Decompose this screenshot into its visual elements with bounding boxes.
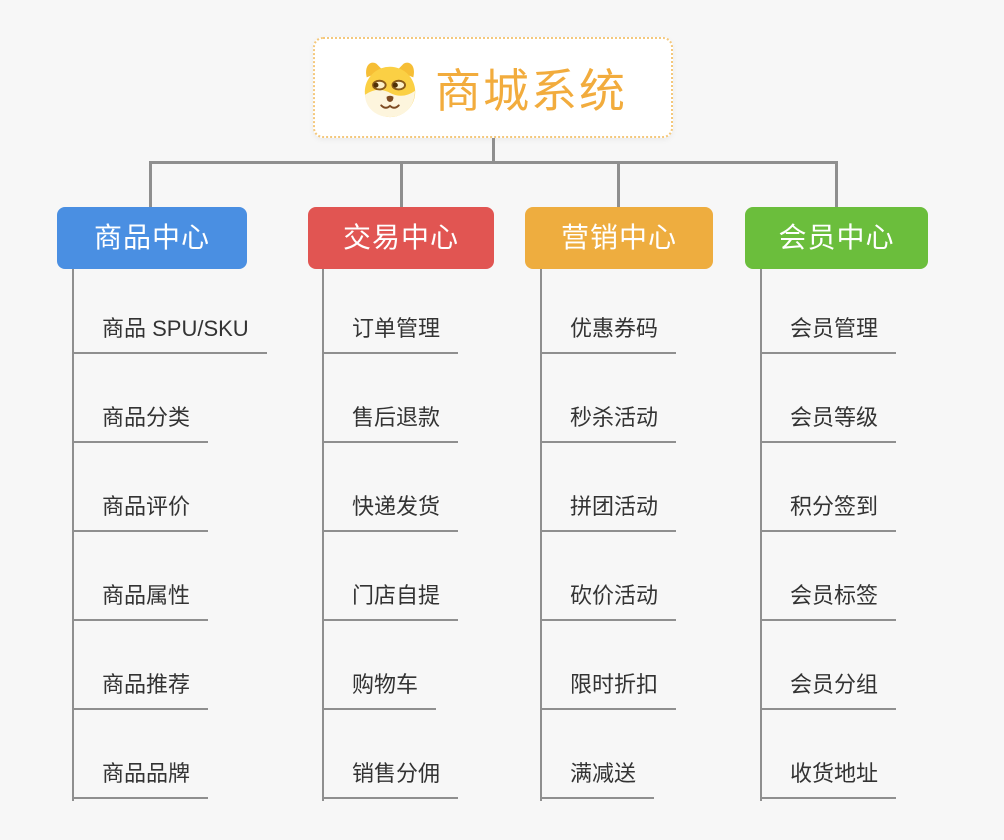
leaf-item[interactable]: 订单管理 (322, 314, 459, 354)
branch-node-marketing-center[interactable]: 营销中心 (525, 207, 713, 269)
connector-stub-branch-2 (400, 161, 403, 208)
dog-face-icon (359, 57, 421, 119)
leaf-item[interactable]: 商品分类 (72, 403, 209, 443)
leaf-item[interactable]: 满减送 (540, 759, 655, 799)
leaf-item[interactable]: 快递发货 (322, 492, 459, 532)
leaf-item[interactable]: 会员标签 (760, 581, 897, 621)
connector-stub-branch-3 (617, 161, 620, 208)
branch-node-member-center[interactable]: 会员中心 (745, 207, 928, 269)
leaf-item[interactable]: 会员管理 (760, 314, 897, 354)
connector-vline-branch-2 (322, 269, 324, 801)
leaf-item[interactable]: 商品属性 (72, 581, 209, 621)
leaf-item[interactable]: 销售分佣 (322, 759, 459, 799)
leaf-item[interactable]: 拼团活动 (540, 492, 677, 532)
leaf-item[interactable]: 砍价活动 (540, 581, 677, 621)
leaf-item[interactable]: 会员分组 (760, 670, 897, 710)
leaf-item[interactable]: 售后退款 (322, 403, 459, 443)
root-node[interactable]: 商城系统 (313, 37, 673, 138)
leaf-item[interactable]: 商品 SPU/SKU (72, 314, 267, 354)
leaf-item[interactable]: 积分签到 (760, 492, 897, 532)
connector-root-stub (492, 138, 495, 164)
connector-stub-branch-1 (149, 161, 152, 208)
connector-stub-branch-4 (835, 161, 838, 208)
leaf-item[interactable]: 优惠券码 (540, 314, 677, 354)
leaf-item[interactable]: 商品品牌 (72, 759, 209, 799)
leaf-item[interactable]: 门店自提 (322, 581, 459, 621)
connector-horizontal (149, 161, 838, 164)
branch-node-product-center[interactable]: 商品中心 (57, 207, 247, 269)
root-title: 商城系统 (435, 64, 627, 117)
branch-node-trade-center[interactable]: 交易中心 (308, 207, 494, 269)
leaf-item[interactable]: 收货地址 (760, 759, 897, 799)
connector-vline-branch-4 (760, 269, 762, 801)
leaf-item[interactable]: 购物车 (322, 670, 437, 710)
leaf-item[interactable]: 商品推荐 (72, 670, 209, 710)
connector-vline-branch-3 (540, 269, 542, 801)
connector-vline-branch-1 (72, 269, 74, 801)
leaf-item[interactable]: 商品评价 (72, 492, 209, 532)
leaf-item[interactable]: 限时折扣 (540, 670, 677, 710)
leaf-item[interactable]: 秒杀活动 (540, 403, 677, 443)
leaf-item[interactable]: 会员等级 (760, 403, 897, 443)
